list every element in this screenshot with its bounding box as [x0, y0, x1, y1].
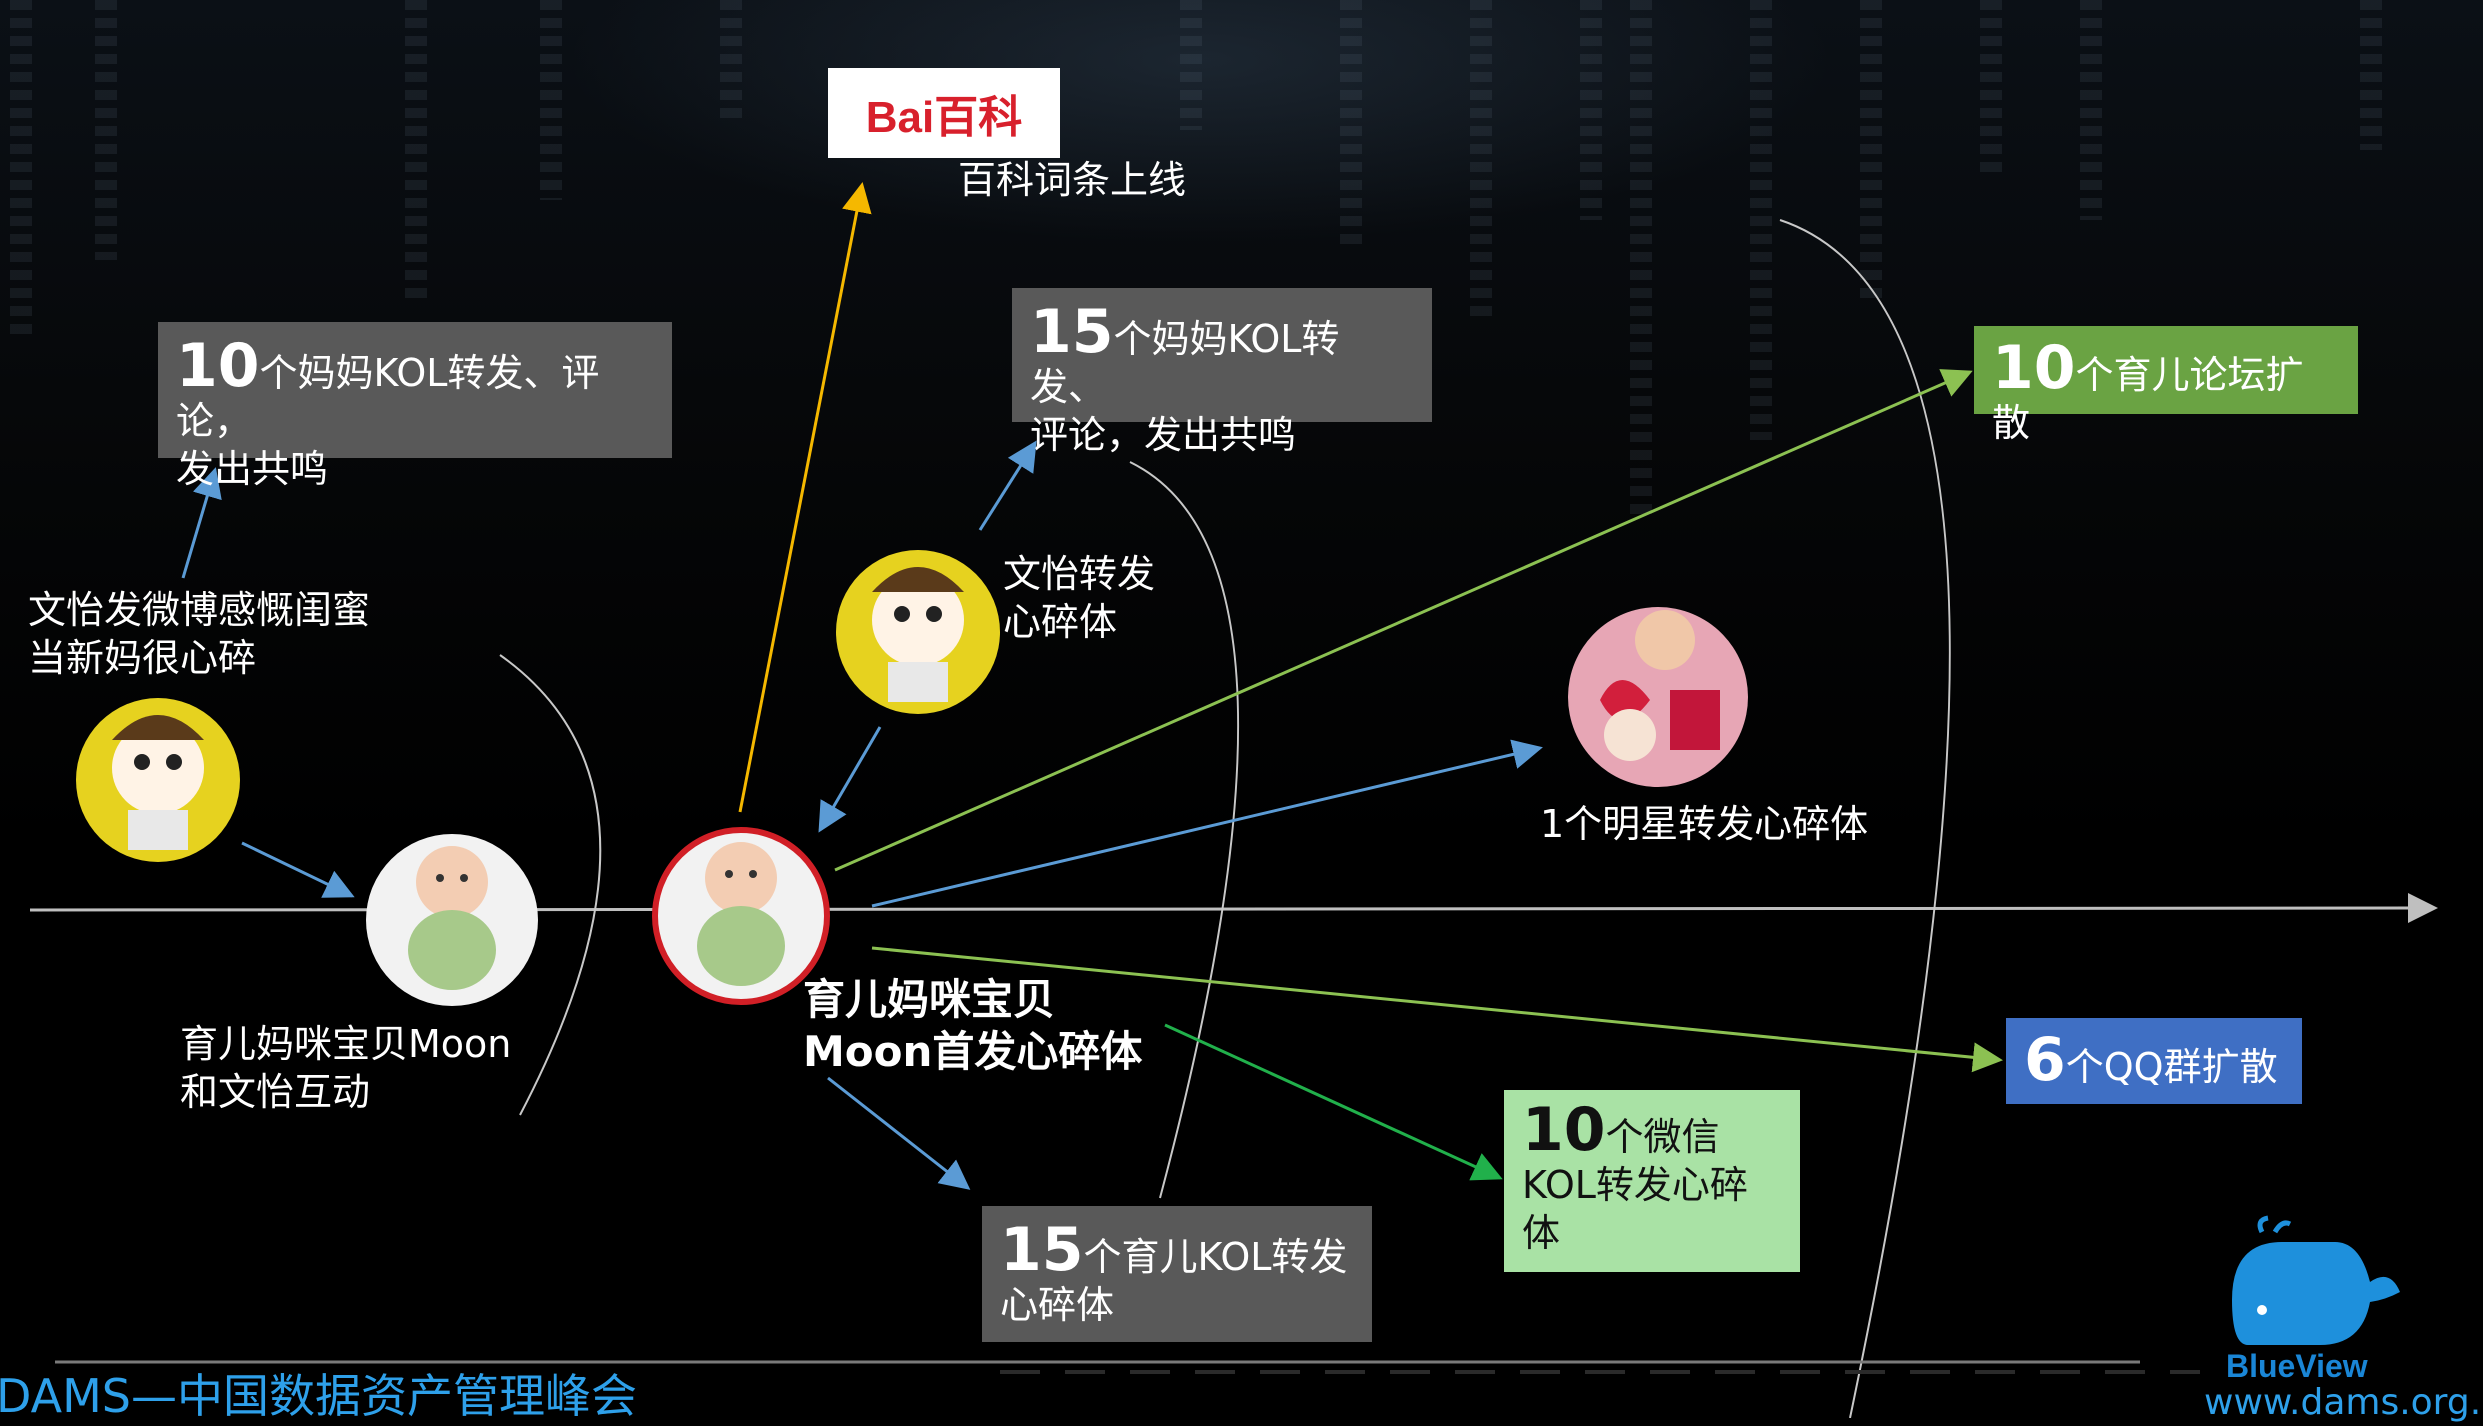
box-number: 10: [1522, 1095, 1606, 1165]
footer-title: DAMS—中国数据资产管理峰会: [0, 1369, 637, 1423]
box-text: 个育儿论坛扩散: [1992, 353, 2304, 445]
label-wenyi-repost-line1: 文怡转发: [1003, 552, 1156, 596]
box-number: 15: [1000, 1215, 1084, 1285]
arrow-wenyi-to-moon: [241, 841, 355, 898]
blueview-whale-logo: [2232, 1215, 2400, 1345]
label-moon-first-line1: 育儿妈咪宝贝: [803, 975, 1056, 1024]
wave-arc-2: [1129, 461, 1240, 1199]
arrow-moon-to-parenting: [827, 1076, 971, 1190]
box-forum: 10个育儿论坛扩散: [1974, 326, 2358, 445]
box-number: 15: [1030, 297, 1114, 367]
arrow-wenyi2-to-kol15: [978, 440, 1037, 531]
box-number: 10: [1992, 333, 2076, 403]
box-text: 心碎体: [1000, 1283, 1115, 1327]
box-kol-mom-10: 10个妈妈KOL转发、评论， 发出共鸣: [158, 322, 672, 491]
arrow-wenyi2-to-moon: [818, 726, 882, 833]
arrow-moon-to-star: [871, 739, 1543, 908]
label-star-repost: 1个明星转发心碎体: [1540, 802, 1869, 846]
label-wenyi-repost-line2: 心碎体: [1003, 600, 1118, 644]
box-text: 个微信: [1605, 1115, 1720, 1159]
moon-avatar-2: [652, 827, 830, 1005]
label-wenyi-weibo: 文怡发微博感慨闺蜜 当新妈很心碎: [28, 588, 371, 680]
arrow-moon-to-baidu: [738, 182, 872, 813]
box-wechat: 10个微信 KOL转发心碎 体: [1504, 1090, 1800, 1272]
moon-avatar-1: [366, 834, 538, 1006]
box-text: 个QQ群扩散: [2065, 1045, 2278, 1089]
box-parenting-kol: 15个育儿KOL转发 心碎体: [982, 1206, 1372, 1342]
baidu-baike-logo: Bai百科: [828, 68, 1060, 158]
box-text: 评论，发出共鸣: [1030, 413, 1297, 457]
box-text: 体: [1522, 1211, 1561, 1255]
baidu-caption: 百科词条上线: [958, 158, 1187, 202]
box-qq: 6个QQ群扩散: [2006, 1018, 2302, 1104]
box-text: 个妈妈KOL转发、: [1030, 317, 1340, 409]
footer-url[interactable]: www.dams.org.cn: [2204, 1382, 2483, 1423]
box-text: KOL转发心碎: [1522, 1163, 1748, 1207]
star-avatar: [1568, 607, 1748, 787]
arrow-moon-to-forum: [834, 369, 1973, 872]
box-text: 个妈妈KOL转发、评论，: [176, 351, 600, 443]
box-text: 个育儿KOL转发: [1083, 1235, 1348, 1279]
arrow-moon-to-wechat: [1164, 1023, 1503, 1181]
arrow-moon-to-qq: [871, 946, 2003, 1073]
box-number: 10: [176, 331, 260, 401]
label-moon-interact: 育儿妈咪宝贝Moon 和文怡互动: [180, 1022, 512, 1114]
box-kol-mom-15: 15个妈妈KOL转发、 评论，发出共鸣: [1012, 288, 1432, 457]
wave-arc-1: [499, 654, 602, 1116]
wenyi-avatar-1: [76, 698, 240, 862]
box-text: 发出共鸣: [176, 447, 329, 491]
wenyi-avatar-2: [836, 550, 1000, 714]
brand-name: BlueView: [2226, 1348, 2368, 1384]
arrow-weibo-to-kol10: [181, 467, 222, 579]
label-moon-first-line2: Moon首发心碎体: [803, 1027, 1143, 1076]
wave-arc-3: [1779, 219, 1951, 1418]
box-number: 6: [2024, 1025, 2066, 1095]
